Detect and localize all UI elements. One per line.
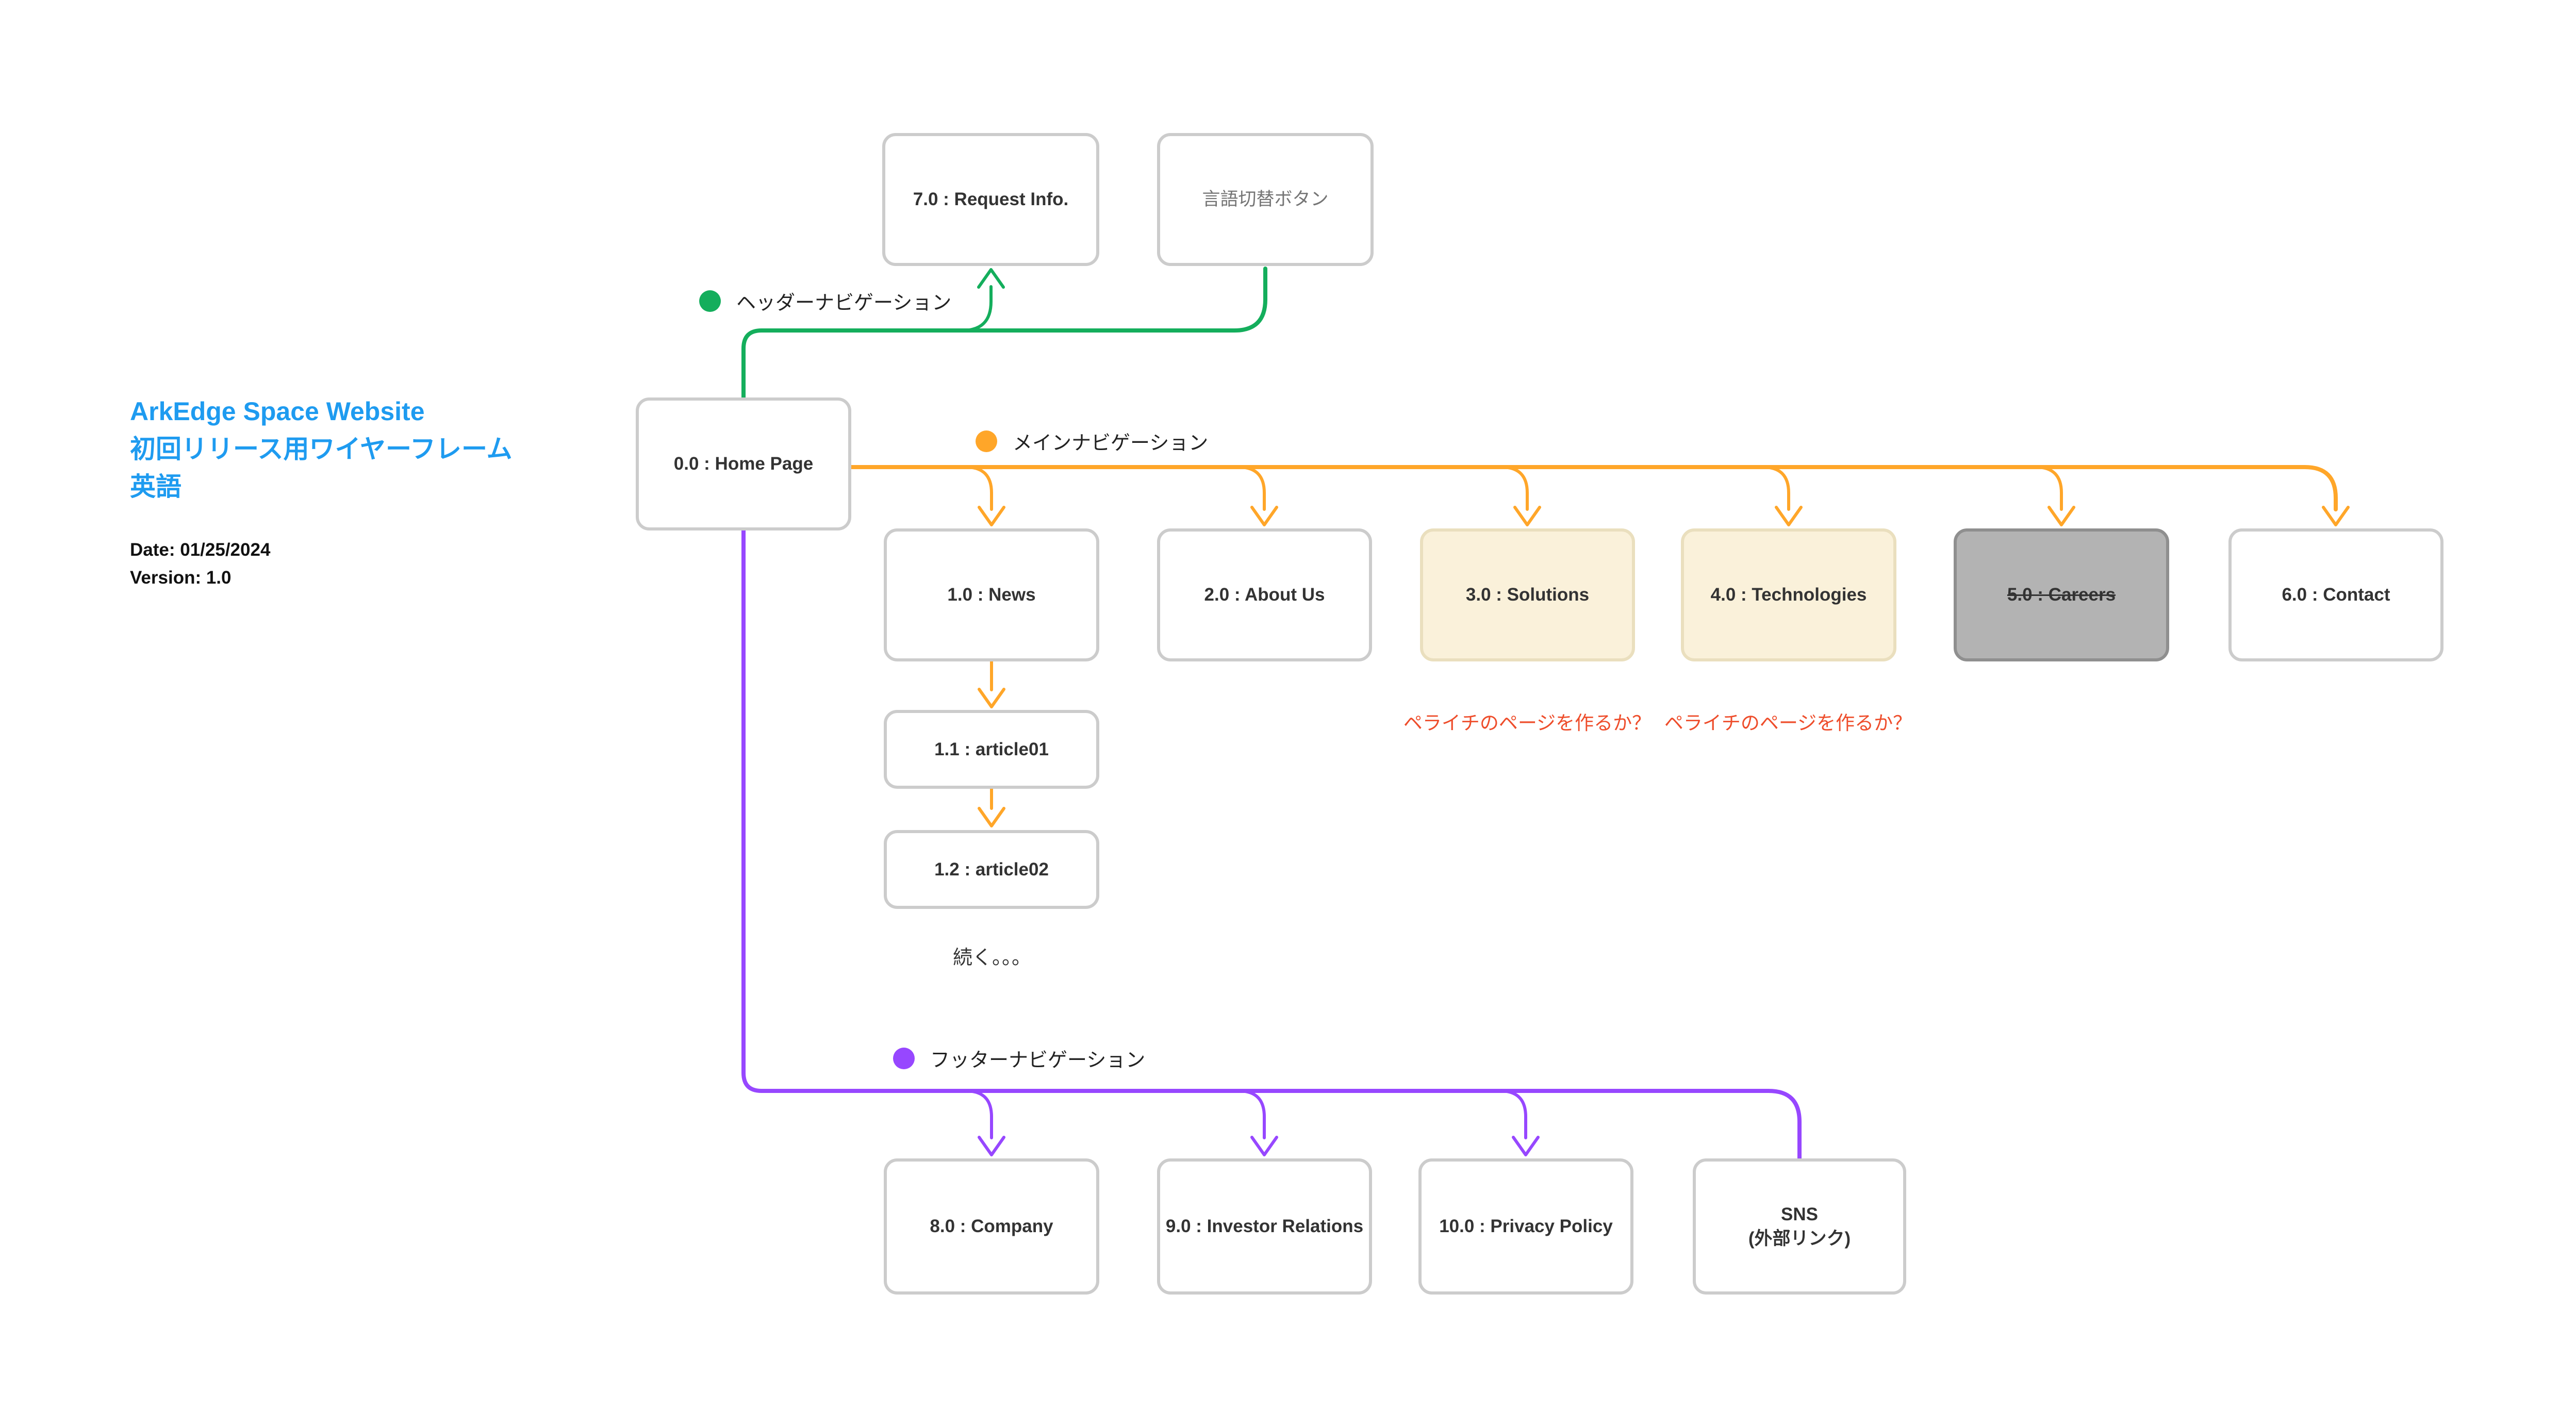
node-company-label: 8.0 : Company: [930, 1216, 1053, 1237]
node-solutions[interactable]: 3.0 : Solutions: [1420, 528, 1635, 661]
node-technologies[interactable]: 4.0 : Technologies: [1681, 528, 1896, 661]
document-title: ArkEdge Space Website 初回リリース用ワイヤーフレーム 英語: [130, 393, 513, 506]
document-version: Version: 1.0: [130, 568, 232, 588]
node-news[interactable]: 1.0 : News: [884, 528, 1099, 661]
node-article01[interactable]: 1.1 : article01: [884, 710, 1099, 789]
node-investor-relations-label: 9.0 : Investor Relations: [1165, 1216, 1364, 1237]
legend-main-nav-label: メインナビゲーション: [1013, 433, 1209, 454]
node-request-info[interactable]: 7.0 : Request Info.: [882, 133, 1099, 266]
arrowhead-down-contact: [2322, 506, 2350, 526]
node-article02-label: 1.2 : article02: [934, 859, 1049, 880]
node-about-us[interactable]: 2.0 : About Us: [1157, 528, 1372, 661]
header-nav-dot-icon: [699, 290, 721, 312]
node-request-info-label: 7.0 : Request Info.: [913, 189, 1069, 210]
note-solutions-single-page-question: ペライチのページを作るか？: [1403, 712, 1652, 734]
arrowhead-up-request-info: [977, 268, 1005, 289]
node-home-page-label: 0.0 : Home Page: [673, 454, 814, 474]
main-nav-branch-news: [964, 466, 993, 511]
arrowhead-down-about: [1250, 506, 1278, 526]
arrowhead-down-privacy: [1512, 1136, 1540, 1156]
arrowhead-down-news: [978, 506, 1005, 526]
node-privacy-policy[interactable]: 10.0 : Privacy Policy: [1418, 1158, 1633, 1295]
legend-main-nav: メインナビゲーション: [976, 427, 1208, 455]
node-sns-label: SNS (外部リンク): [1748, 1204, 1851, 1249]
arrowhead-down-solutions: [1513, 506, 1541, 526]
arrowhead-down-article01: [978, 688, 1005, 708]
main-nav-dot-icon: [976, 430, 997, 452]
arrowhead-down-company: [978, 1136, 1005, 1156]
arrowhead-down-careers: [2047, 506, 2075, 526]
main-nav-line: [849, 465, 2338, 511]
node-contact-label: 6.0 : Contact: [2282, 585, 2390, 605]
arrowhead-down-investor: [1250, 1136, 1278, 1156]
main-nav-branch-careers: [2034, 466, 2063, 511]
node-careers[interactable]: 5.0 : Careers: [1954, 528, 2169, 661]
node-article01-label: 1.1 : article01: [934, 739, 1049, 759]
node-solutions-label: 3.0 : Solutions: [1465, 585, 1590, 605]
document-title-line3: 英語: [130, 472, 181, 501]
footer-nav-branch-investor: [1237, 1089, 1266, 1139]
node-company[interactable]: 8.0 : Company: [884, 1158, 1099, 1295]
legend-header-nav-label: ヘッダーナビゲーション: [736, 292, 952, 314]
footer-nav-dot-icon: [893, 1047, 915, 1069]
legend-footer-nav-label: フッターナビゲーション: [930, 1050, 1146, 1071]
header-nav-branch-request-info: [961, 285, 993, 332]
node-sns-external-link[interactable]: SNS (外部リンク): [1693, 1158, 1906, 1295]
node-article02[interactable]: 1.2 : article02: [884, 830, 1099, 909]
footer-nav-branch-company: [964, 1089, 993, 1139]
arrowhead-down-technologies: [1775, 506, 1803, 526]
document-title-line2: 初回リリース用ワイヤーフレーム: [130, 435, 513, 463]
document-date: Date: 01/25/2024: [130, 540, 271, 560]
node-home-page[interactable]: 0.0 : Home Page: [636, 397, 851, 530]
node-investor-relations[interactable]: 9.0 : Investor Relations: [1157, 1158, 1372, 1295]
main-nav-branch-solutions: [1500, 466, 1529, 511]
node-careers-label: 5.0 : Careers: [2007, 585, 2116, 605]
node-language-switch-label: 言語切替ボタン: [1202, 189, 1329, 210]
note-technologies-single-page-question: ペライチのページを作るか？: [1664, 712, 1912, 734]
document-meta: Date: 01/25/2024 Version: 1.0: [130, 536, 270, 592]
note-articles-continue: 続く。。。: [953, 947, 1032, 969]
node-language-switch-button[interactable]: 言語切替ボタン: [1157, 133, 1374, 266]
node-contact[interactable]: 6.0 : Contact: [2228, 528, 2443, 661]
document-title-line1: ArkEdge Space Website: [130, 397, 425, 426]
node-news-label: 1.0 : News: [947, 585, 1036, 605]
node-privacy-policy-label: 10.0 : Privacy Policy: [1439, 1216, 1613, 1237]
main-nav-branch-technologies: [1761, 466, 1790, 511]
legend-header-nav: ヘッダーナビゲーション: [699, 287, 951, 315]
footer-nav-branch-privacy: [1498, 1089, 1527, 1139]
node-about-us-label: 2.0 : About Us: [1204, 585, 1325, 605]
legend-footer-nav: フッターナビゲーション: [893, 1044, 1145, 1072]
main-nav-branch-about: [1237, 466, 1266, 511]
arrowhead-down-article02: [978, 807, 1005, 827]
node-technologies-label: 4.0 : Technologies: [1710, 585, 1867, 605]
